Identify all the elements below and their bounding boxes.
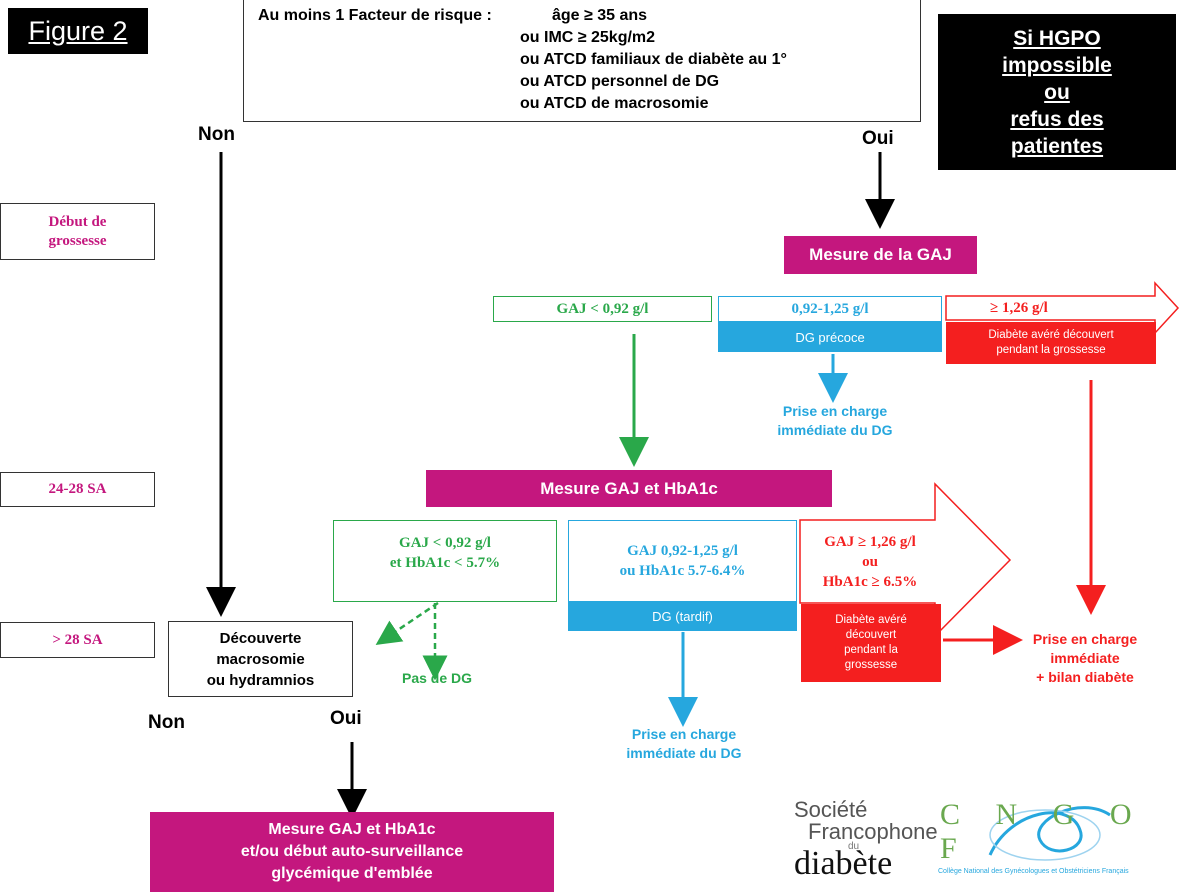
hgpo-line-5: patientes — [1010, 134, 1104, 158]
cngof-letters: C N G O F — [940, 798, 1146, 865]
mid-mid-line1: GAJ 0,92-1,25 g/l — [627, 543, 738, 559]
timeline-mid: 24-28 SA — [0, 472, 155, 507]
sfd-logo: Société Francophone du diabète — [790, 795, 938, 885]
risk-item-personal: ou ATCD personnel de DG — [520, 73, 720, 90]
risk-intro: Au moins 1 Facteur de risque : — [258, 7, 492, 24]
mid-mid-line2: ou HbA1c 5.7-6.4% — [619, 563, 746, 579]
risk-item-age: âge ≥ 35 ans — [552, 7, 648, 24]
timeline-start: Début de grossesse — [0, 203, 155, 260]
timeline-start-line1: Début de — [48, 213, 107, 230]
final-measure-line2: et/ou début auto-surveillance — [240, 843, 464, 860]
mid-mid-box: GAJ 0,92-1,25 g/l ou HbA1c 5.7-6.4% — [568, 520, 797, 602]
mid-high-dx-line1: Diabète avéré — [835, 614, 907, 626]
hgpo-note-box: Si HGPO impossible ou refus des patiente… — [938, 14, 1176, 170]
branch-non-bottom: Non — [148, 712, 185, 733]
red-outline-arrow-mid — [799, 482, 1012, 638]
discovery-line1: Découverte — [219, 630, 302, 647]
discovery-line3: ou hydramnios — [206, 672, 315, 689]
early-mid-dx: DG précoce — [718, 322, 942, 352]
mid-normal-box: GAJ < 0,92 g/l et HbA1c < 5.7% — [333, 520, 557, 602]
hgpo-line-2: impossible — [1002, 53, 1112, 77]
timeline-late: > 28 SA — [0, 622, 155, 658]
early-mid-box: 0,92-1,25 g/l — [718, 296, 942, 322]
branch-non-top: Non — [198, 124, 235, 145]
hgpo-line-3: ou — [1044, 80, 1070, 104]
mid-high-label: GAJ ≥ 1,26 g/l ou HbA1c ≥ 6.5% — [802, 532, 938, 592]
timeline-start-line2: grossesse — [48, 232, 107, 249]
mid-mid-action: Prise en charge immédiate du DG — [604, 725, 764, 763]
red-outline-arrow-early — [945, 281, 1180, 335]
mid-high-action: Prise en charge immédiate + bilan diabèt… — [1010, 630, 1160, 687]
early-mid-action-line2: immédiate du DG — [777, 422, 893, 438]
early-high-dx: Diabète avéré découvert pendant la grosse… — [946, 322, 1156, 364]
measure-gaj-hba1c-mid: Mesure GAJ et HbA1c — [426, 470, 832, 507]
sfd-logo-line1: Société — [794, 797, 868, 822]
cngof-swirl-icon — [988, 806, 1111, 861]
early-high-label: ≥ 1,26 g/l — [990, 300, 1048, 316]
discovery-box: Découverte macrosomie ou hydramnios — [168, 621, 353, 697]
early-mid-action: Prise en charge immédiate du DG — [755, 402, 915, 440]
timeline-mid-text: 24-28 SA — [48, 481, 107, 497]
mid-high-dx-line2: découvert — [845, 629, 897, 641]
risk-item-macrosomia: ou ATCD de macrosomie — [520, 95, 709, 112]
early-high-dx-line1: Diabète avéré découvert — [988, 329, 1114, 341]
mid-high-line2: ou — [862, 554, 878, 570]
final-measure-line1: Mesure GAJ et HbA1c — [268, 821, 436, 838]
mid-high-action-line3: + bilan diabète — [1036, 669, 1134, 685]
measure-gaj-early: Mesure de la GAJ — [784, 236, 977, 274]
branch-oui-bottom: Oui — [330, 708, 362, 729]
sfd-logo-line2: Francophone — [808, 819, 938, 844]
hgpo-line-4: refus des — [1010, 107, 1104, 131]
mid-mid-action-line1: Prise en charge — [631, 726, 737, 742]
mid-high-line3: HbA1c ≥ 6.5% — [822, 574, 918, 590]
branch-oui-top: Oui — [862, 128, 894, 149]
risk-item-imc: ou IMC ≥ 25kg/m2 — [520, 29, 656, 46]
risk-item-family: ou ATCD familiaux de diabète au 1° — [520, 51, 787, 68]
mid-mid-dx: DG (tardif) — [568, 602, 797, 631]
final-measure-box: Mesure GAJ et HbA1c et/ou début auto-sur… — [150, 812, 554, 892]
early-mid-action-line1: Prise en charge — [782, 403, 888, 419]
early-normal-box: GAJ < 0,92 g/l — [493, 296, 712, 322]
arrow-green-dashed-left — [375, 601, 439, 645]
mid-normal-result: Pas de DG — [402, 670, 473, 686]
mid-high-action-line1: Prise en charge — [1032, 631, 1138, 647]
sfd-logo-line3: du — [848, 841, 860, 852]
sfd-logo-line4: diabète — [794, 845, 893, 882]
figure-label: Figure 2 — [8, 8, 148, 54]
early-high-dx-line2: pendant la grossesse — [996, 344, 1106, 356]
mid-high-action-line2: immédiate — [1050, 650, 1120, 666]
mid-normal-line1: GAJ < 0,92 g/l — [399, 535, 491, 551]
mid-normal-line2: et HbA1c < 5.7% — [389, 555, 501, 571]
mid-mid-action-line2: immédiate du DG — [626, 745, 742, 761]
discovery-line2: macrosomie — [216, 651, 305, 668]
final-measure-line3: glycémique d'emblée — [271, 865, 433, 882]
mid-high-dx-line4: grossesse — [844, 659, 898, 671]
mid-high-dx-line3: pendant la — [844, 644, 898, 656]
cngof-logo: C N G O F Collège National des Gynécolog… — [930, 790, 1175, 885]
cngof-subtitle: Collège National des Gynécologues et Obs… — [938, 868, 1129, 875]
hgpo-line-1: Si HGPO — [1013, 26, 1101, 50]
mid-high-line1: GAJ ≥ 1,26 g/l — [824, 534, 916, 550]
risk-factors-box: Au moins 1 Facteur de risque : âge ≥ 35 … — [243, 0, 921, 122]
mid-high-dx: Diabète avéré découvert pendant la gross… — [801, 604, 941, 682]
timeline-late-text: > 28 SA — [52, 631, 103, 648]
